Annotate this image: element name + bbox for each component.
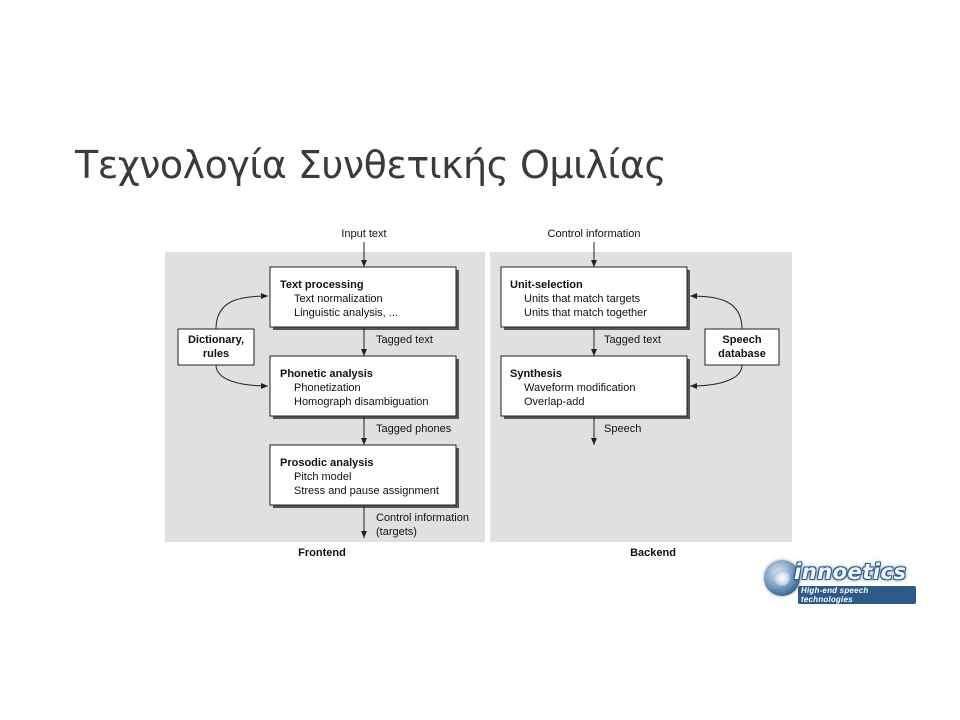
prosodic-analysis-box: Prosodic analysis Pitch model Stress and… [269, 444, 459, 508]
arrow-database-to-synthesis [689, 364, 743, 389]
synthesis-line-1: Waveform modification [524, 382, 635, 394]
backend-label: Backend [630, 547, 676, 559]
unit-selection-line-1: Units that match targets [524, 293, 641, 305]
tagged-phones-label: Tagged phones [376, 423, 452, 435]
dictionary-rules-box: Dictionary, rules [177, 328, 255, 366]
frontend-input-label: Input text [341, 228, 386, 240]
text-processing-box: Text processing Text normalization Lingu… [269, 266, 459, 330]
prosodic-analysis-line-2: Stress and pause assignment [294, 485, 439, 497]
speech-database-box: Speech database [704, 328, 780, 366]
synthesis-title: Synthesis [510, 368, 562, 380]
frontend-label: Frontend [298, 547, 346, 559]
text-processing-line-1: Text normalization [294, 293, 383, 305]
arrow-database-to-unit-selection [689, 293, 743, 330]
speech-output-label: Speech [604, 423, 641, 435]
logo-name: innoetics [794, 560, 907, 584]
synthesis-box: Synthesis Waveform modification Overlap-… [500, 355, 690, 419]
unit-selection-box: Unit-selection Units that match targets … [500, 266, 690, 330]
phonetic-analysis-title: Phonetic analysis [280, 368, 373, 380]
arrow-dictionary-to-phonetic [215, 364, 269, 389]
backend-input-label: Control information [548, 228, 641, 240]
prosodic-analysis-line-1: Pitch model [294, 471, 351, 483]
text-processing-line-2: Linguistic analysis, ... [294, 307, 398, 319]
tagged-text-label-front: Tagged text [376, 334, 433, 346]
phonetic-analysis-box: Phonetic analysis Phonetization Homograp… [269, 355, 459, 419]
unit-selection-line-2: Units that match together [524, 307, 647, 319]
control-output-label-1: Control information [376, 512, 469, 524]
tagged-text-label-back: Tagged text [604, 334, 661, 346]
speech-database-line-2: database [718, 348, 766, 360]
logo-tagline: High-end speech technologies [798, 586, 916, 604]
text-processing-title: Text processing [280, 279, 364, 291]
prosodic-analysis-title: Prosodic analysis [280, 457, 374, 469]
unit-selection-title: Unit-selection [510, 279, 583, 291]
dictionary-rules-line-2: rules [203, 348, 229, 360]
innoetics-logo: innoetics High-end speech technologies [764, 560, 916, 604]
slide-title: Τεχνολογία Συνθετικής Ομιλίας [75, 143, 667, 187]
synthesis-line-2: Overlap-add [524, 396, 585, 408]
dictionary-rules-line-1: Dictionary, [188, 334, 244, 346]
arrow-dictionary-to-text-processing [215, 293, 269, 330]
speech-database-line-1: Speech [722, 334, 761, 346]
phonetic-analysis-line-2: Homograph disambiguation [294, 396, 429, 408]
control-output-label-2: (targets) [376, 526, 417, 538]
phonetic-analysis-line-1: Phonetization [294, 382, 361, 394]
logo-globe-icon [764, 560, 800, 596]
